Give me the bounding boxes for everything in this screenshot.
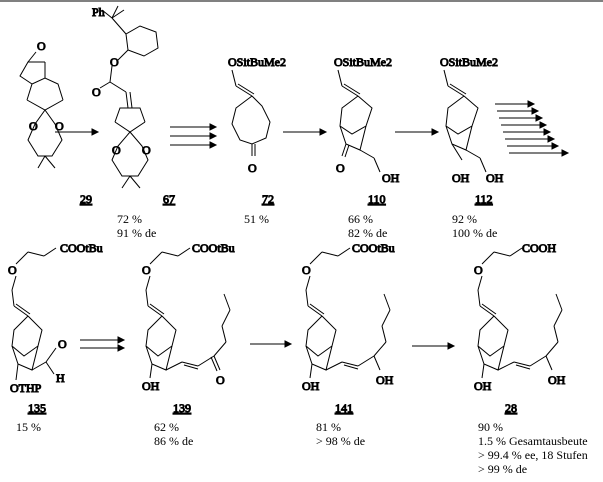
atom-o-135: O bbox=[8, 263, 17, 277]
yield-line: 51 % bbox=[244, 212, 269, 226]
yield-line: 1.5 % Gesamtausbeute bbox=[478, 434, 588, 448]
structure-141 bbox=[305, 247, 391, 379]
yield-line: 92 % bbox=[452, 212, 477, 226]
atom-otbs-72: OSitBuMe2 bbox=[228, 55, 286, 69]
structure-72 bbox=[231, 69, 271, 156]
compound-number-67: 67 bbox=[163, 192, 175, 206]
yield-line: > 98 % de bbox=[316, 434, 366, 448]
compound-number-72: 72 bbox=[262, 192, 274, 206]
atom-h-135: H bbox=[56, 371, 65, 385]
atom-o-67-carbonyl: O bbox=[92, 85, 101, 99]
atom-o-29-a: O bbox=[29, 119, 38, 133]
yield-line: > 99 % de bbox=[478, 462, 528, 476]
atom-otbs-112: OSitBuMe2 bbox=[440, 55, 498, 69]
reaction-arrow-5 bbox=[495, 100, 570, 157]
yields-110: 66 % 82 % de bbox=[348, 212, 387, 240]
structure-135 bbox=[11, 247, 57, 381]
atom-cooh-28: COOH bbox=[522, 241, 556, 255]
atom-oh-141-a: OH bbox=[302, 379, 320, 393]
atom-cootbu-135: COOtBu bbox=[60, 241, 103, 255]
reaction-arrow-1 bbox=[55, 128, 100, 136]
yield-line: 86 % de bbox=[154, 434, 194, 448]
atom-oh-141-b: OH bbox=[376, 373, 394, 387]
atom-oh-28-a: OH bbox=[474, 379, 492, 393]
compound-number-29: 29 bbox=[80, 192, 92, 206]
atom-o-135-ald: O bbox=[58, 337, 67, 351]
yields-139: 62 % 86 % de bbox=[154, 420, 193, 448]
yield-line: 81 % bbox=[316, 420, 341, 434]
reaction-arrow-2 bbox=[170, 123, 218, 149]
yields-72: 51 % bbox=[244, 212, 269, 226]
yield-line: 15 % bbox=[16, 420, 41, 434]
atom-o-28: O bbox=[474, 263, 483, 277]
atom-o-139-ketone: O bbox=[216, 373, 225, 387]
compound-number-28: 28 bbox=[505, 401, 517, 415]
reaction-arrow-6 bbox=[80, 336, 126, 352]
reaction-arrow-3 bbox=[283, 128, 328, 136]
structure-112 bbox=[443, 69, 487, 173]
atom-othp-135: OTHP bbox=[10, 381, 42, 395]
compound-number-135: 135 bbox=[28, 401, 46, 415]
reaction-arrow-7 bbox=[250, 340, 293, 348]
yields-112: 92 % 100 % de bbox=[452, 212, 497, 240]
atom-o-67-a: O bbox=[112, 143, 121, 157]
yield-line: > 99.4 % ee, 18 Stufen bbox=[478, 448, 588, 462]
structure-29 bbox=[19, 51, 64, 169]
structure-110 bbox=[337, 69, 381, 173]
atom-cootbu-141: COOtBu bbox=[352, 241, 395, 255]
atom-oh-112-a: OH bbox=[452, 171, 470, 185]
atom-o-110: O bbox=[336, 161, 345, 175]
atom-ph: Ph bbox=[92, 5, 105, 19]
reaction-arrow-8 bbox=[412, 342, 456, 350]
yield-line: 82 % de bbox=[348, 226, 388, 240]
atom-oh-28-b: OH bbox=[548, 373, 566, 387]
atom-o-141: O bbox=[302, 263, 311, 277]
yield-line: 100 % de bbox=[452, 226, 498, 240]
atom-otbs-110: OSitBuMe2 bbox=[334, 55, 392, 69]
yields-141: 81 % > 98 % de bbox=[316, 420, 365, 448]
compound-number-141: 141 bbox=[335, 401, 353, 415]
atom-o-29: O bbox=[37, 39, 46, 53]
yield-line: 90 % bbox=[478, 420, 503, 434]
yield-line: 62 % bbox=[154, 420, 179, 434]
compound-number-112: 112 bbox=[475, 192, 493, 206]
atom-oh-112-b: OH bbox=[486, 171, 504, 185]
atom-o-139: O bbox=[142, 263, 151, 277]
atom-cootbu-139: COOtBu bbox=[192, 241, 235, 255]
reaction-arrow-4 bbox=[395, 128, 440, 136]
atom-oh-110: OH bbox=[382, 171, 400, 185]
yield-line: 91 % de bbox=[117, 226, 157, 240]
compound-number-139: 139 bbox=[173, 401, 191, 415]
atom-o-72: O bbox=[248, 161, 257, 175]
structure-28 bbox=[477, 247, 563, 379]
structure-67 bbox=[99, 5, 159, 189]
structure-139 bbox=[145, 247, 231, 379]
atom-o-67-ester: O bbox=[110, 55, 119, 69]
compound-number-110: 110 bbox=[368, 192, 386, 206]
atom-o-29-b: O bbox=[55, 119, 64, 133]
atom-oh-139: OH bbox=[142, 379, 160, 393]
yield-line: 72 % bbox=[117, 212, 142, 226]
atom-o-67-b: O bbox=[142, 143, 151, 157]
yields-67: 72 % 91 % de bbox=[117, 212, 156, 240]
yields-135: 15 % bbox=[16, 420, 41, 434]
yields-28: 90 % 1.5 % Gesamtausbeute > 99.4 % ee, 1… bbox=[478, 420, 588, 476]
yield-line: 66 % bbox=[348, 212, 373, 226]
